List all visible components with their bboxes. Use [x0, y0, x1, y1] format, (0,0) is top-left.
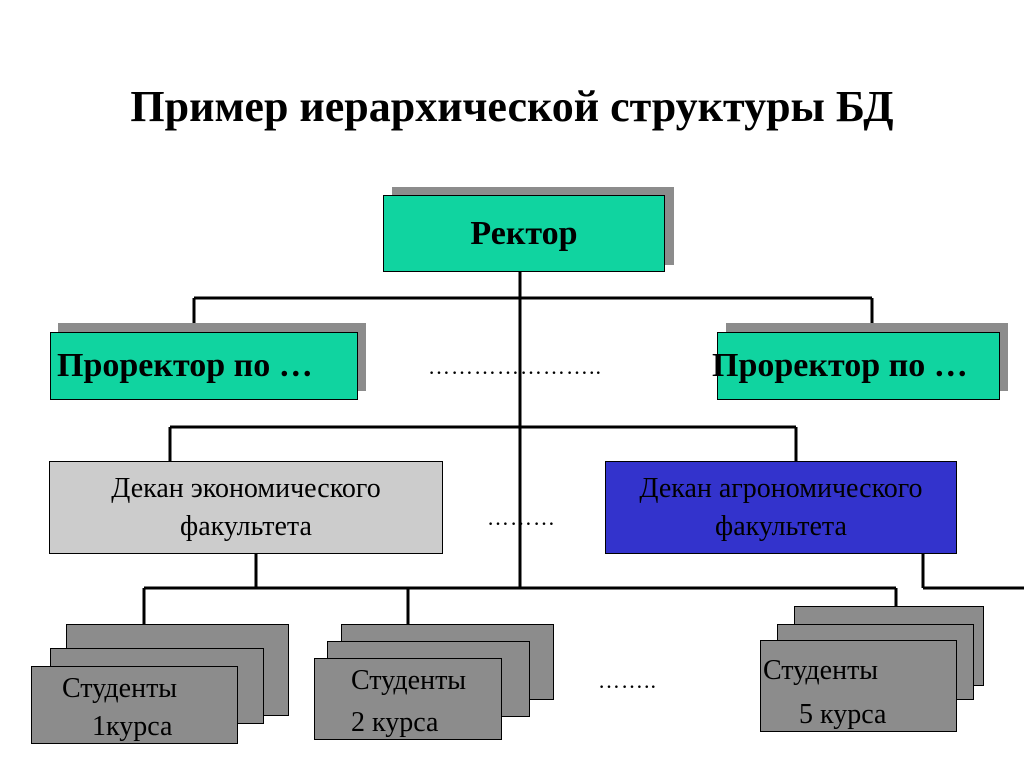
- students-2-line2: 2 курса: [351, 707, 439, 738]
- dean-economics-line2: факультета: [180, 510, 312, 542]
- prorector-left-label: Проректор по …: [57, 347, 313, 384]
- students-5-line1: Студенты: [763, 655, 879, 686]
- students-5-card: Студенты 5 курса: [760, 640, 957, 732]
- diagram-title: Пример иерархической структуры БД: [130, 82, 894, 131]
- dean-economics-box: Декан экономического факультета: [49, 461, 443, 554]
- prorector-right-box: Проректор по …: [712, 332, 1000, 400]
- students-1-line2: 1курса: [92, 711, 173, 742]
- students-ellipsis: ……..: [598, 668, 657, 693]
- deans-ellipsis: ………: [487, 505, 556, 530]
- dean-agronomy-line2: факультета: [715, 510, 847, 542]
- prorector-left-box: Проректор по …: [50, 332, 358, 400]
- students-2-line1: Студенты: [351, 665, 467, 696]
- rector-box: Ректор: [383, 195, 665, 272]
- dean-agronomy-line1: Декан агрономического: [639, 472, 923, 504]
- dean-economics-line1: Декан экономического: [111, 472, 381, 504]
- prorector-right-label: Проректор по …: [712, 347, 968, 384]
- rector-label: Ректор: [470, 214, 578, 252]
- students-5-line2: 5 курса: [799, 699, 887, 730]
- prorectors-ellipsis: …………………..: [428, 354, 602, 379]
- dean-agronomy-box: Декан агрономического факультета: [605, 461, 957, 554]
- students-1-line1: Студенты: [62, 673, 178, 704]
- students-2-card: Студенты 2 курса: [314, 658, 502, 740]
- students-1-card: Студенты 1курса: [31, 666, 238, 744]
